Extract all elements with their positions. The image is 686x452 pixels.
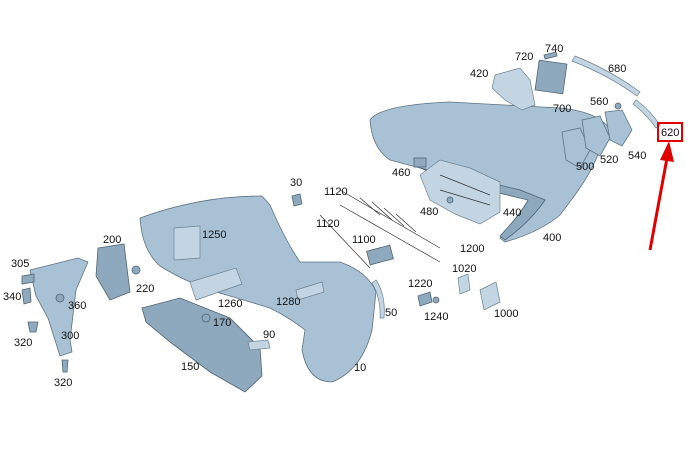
label-305: 305: [11, 258, 29, 270]
label-460: 460: [392, 167, 410, 179]
label-10: 10: [354, 362, 366, 374]
label-440: 440: [503, 207, 521, 219]
label-320a: 320: [14, 337, 32, 349]
part-360: [55, 293, 65, 303]
label-620: 620: [661, 127, 679, 139]
label-360: 360: [68, 300, 86, 312]
label-480: 480: [420, 206, 438, 218]
screw-740: [543, 51, 558, 60]
energy-absorber-150: [141, 297, 263, 393]
highlight-arrow: [648, 157, 669, 251]
trim-strip-50: [371, 279, 385, 319]
label-1280: 1280: [276, 296, 300, 308]
part-1240: [432, 296, 440, 304]
part-1020: [457, 273, 471, 295]
part-540: [604, 109, 633, 147]
label-90: 90: [263, 329, 275, 341]
part-1220: [417, 291, 433, 307]
part-620: [632, 99, 661, 129]
label-500: 500: [576, 161, 594, 173]
part-560: [614, 102, 622, 110]
label-560: 560: [590, 96, 608, 108]
screw-320a: [27, 321, 39, 333]
part-460: [413, 157, 427, 168]
label-720: 720: [515, 51, 533, 63]
label-1100: 1100: [352, 234, 376, 246]
label-400: 400: [543, 232, 561, 244]
license-plate-recess: [173, 225, 201, 261]
label-740: 740: [545, 43, 563, 55]
grille-insert-700: [534, 59, 568, 95]
part-30: [291, 193, 303, 207]
label-30: 30: [290, 177, 302, 189]
part-1000: [479, 281, 501, 311]
trim-panel-1260: [189, 267, 243, 301]
label-340: 340: [3, 291, 21, 303]
module-1100: [366, 244, 394, 266]
part-305: [21, 273, 35, 285]
highlight-arrow-head: [660, 141, 674, 162]
label-1020: 1020: [452, 263, 476, 275]
part-480: [446, 196, 454, 204]
screw-320b: [61, 359, 69, 373]
bumper-cover-upper-lower-edge: [419, 167, 546, 241]
label-1000: 1000: [494, 308, 518, 320]
bumper-bracket-inner: [419, 159, 501, 225]
label-300: 300: [61, 330, 79, 342]
part-220: [131, 265, 141, 275]
clip-340: [21, 287, 32, 305]
label-1120a: 1120: [324, 186, 348, 198]
label-1240: 1240: [424, 311, 448, 323]
highlight-box-620: [657, 122, 683, 142]
trim-strip-1280: [295, 281, 325, 301]
harness-1120: [339, 189, 441, 263]
part-90: [247, 339, 271, 351]
label-1200: 1200: [460, 243, 484, 255]
bracket-420: [491, 67, 536, 111]
clip-170: [201, 313, 211, 323]
label-1220: 1220: [408, 278, 432, 290]
label-1120b: 1120: [316, 218, 340, 230]
label-170: 170: [213, 317, 231, 329]
bracket-ribs: [439, 174, 491, 206]
label-540: 540: [628, 150, 646, 162]
trim-strip-680: [571, 55, 641, 97]
label-220: 220: [136, 283, 154, 295]
part-500: [561, 127, 591, 169]
label-420: 420: [470, 68, 488, 80]
label-520: 520: [600, 154, 618, 166]
label-50: 50: [385, 307, 397, 319]
label-1260: 1260: [218, 298, 242, 310]
label-1250: 1250: [202, 229, 226, 241]
label-200: 200: [103, 234, 121, 246]
label-150: 150: [181, 361, 199, 373]
label-700: 700: [553, 103, 571, 115]
side-bracket-300: [29, 257, 89, 357]
label-680: 680: [608, 63, 626, 75]
label-320b: 320: [54, 377, 72, 389]
part-520: [581, 115, 611, 157]
bracket-200: [95, 243, 131, 301]
harness-1120b: [319, 214, 371, 269]
